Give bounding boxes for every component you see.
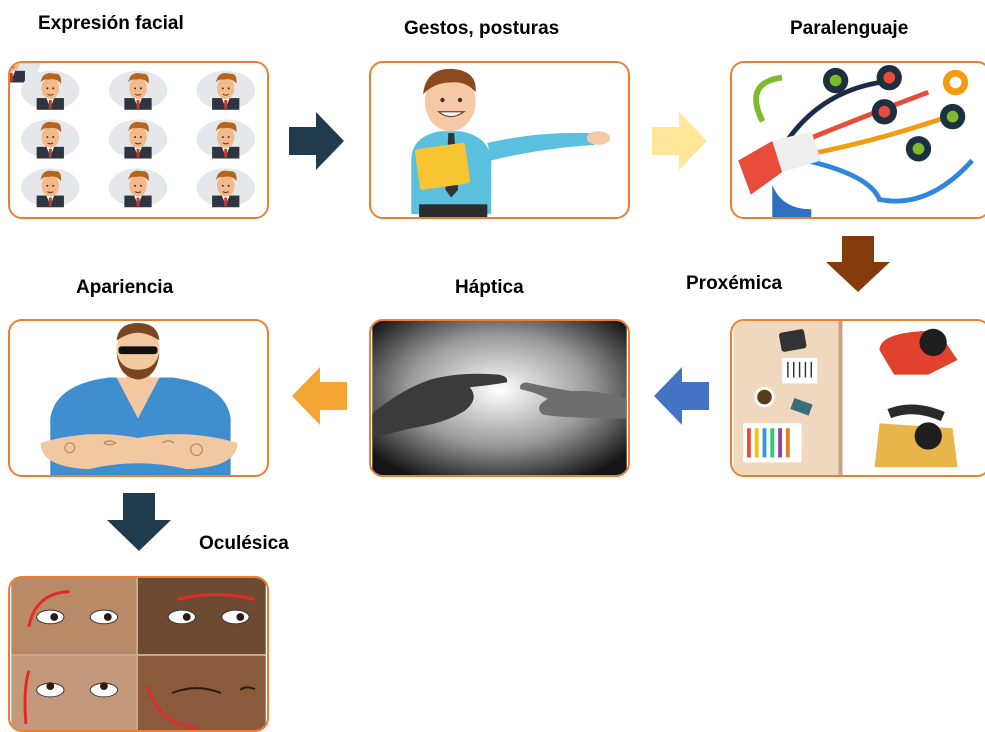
- touching-fingers-icon: [369, 319, 630, 477]
- arrow-down-2: [107, 493, 171, 551]
- arrow-down-1: [826, 236, 890, 292]
- arrow-right-1: [289, 112, 344, 170]
- label-proxemica: Proxémica: [686, 273, 783, 294]
- eye-movement-icon: [8, 576, 269, 732]
- tattooed-man-icon: [8, 319, 269, 477]
- label-haptica: Háptica: [455, 277, 524, 298]
- desk-top-view-icon: [730, 319, 985, 477]
- label-oculesica: Oculésica: [199, 533, 289, 554]
- arrow-left-1: [654, 367, 709, 425]
- label-paralenguaje: Paralenguaje: [790, 18, 909, 39]
- label-gestos-posturas: Gestos, posturas: [404, 18, 560, 39]
- presenter-icon: [369, 61, 630, 219]
- faces-grid-icon: [8, 61, 269, 219]
- megaphone-network-icon: [730, 61, 985, 219]
- arrow-right-2: [652, 112, 707, 170]
- arrow-left-2: [292, 367, 347, 425]
- label-apariencia: Apariencia: [76, 277, 174, 298]
- label-expresion-facial: Expresión facial: [38, 13, 184, 34]
